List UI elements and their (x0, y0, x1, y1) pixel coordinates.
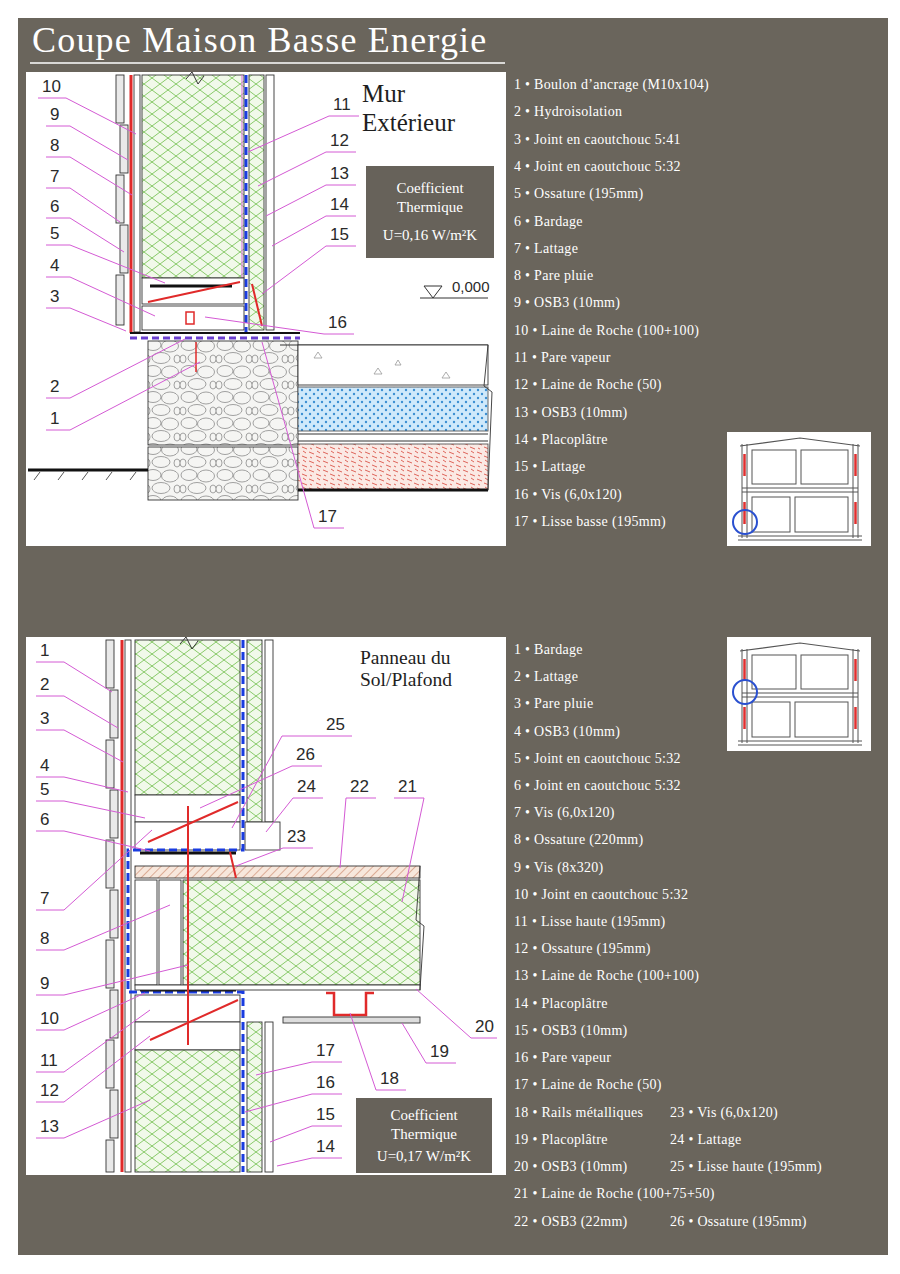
legend-item: 5 • Joint en caoutchouc 5:32 (514, 752, 681, 766)
callout-number: 2 (40, 676, 49, 693)
legend-item: 17 • Lisse basse (195mm) (514, 515, 666, 529)
legend-item: 4 • Joint en caoutchouc 5:32 (514, 160, 681, 174)
callout-number: 25 (326, 716, 345, 733)
legend-item: 24 • Lattage (670, 1133, 741, 1147)
legend-item: 22 • OSB3 (22mm) (514, 1215, 628, 1229)
callout-number: 14 (330, 196, 349, 213)
coefficient-box: Coefficient ThermiqueU=0,17 W/m²K (356, 1098, 492, 1173)
coefficient-text: Coefficient Thermique (374, 179, 486, 217)
callout-number: 6 (40, 811, 49, 828)
legend-item: 10 • Laine de Roche (100+100) (514, 324, 699, 338)
coefficient-text: Coefficient Thermique (364, 1106, 484, 1144)
callout-number: 21 (398, 778, 417, 795)
legend-item: 13 • Laine de Roche (100+100) (514, 969, 699, 983)
legend-item: 26 • Ossature (195mm) (670, 1215, 807, 1229)
callout-number: 11 (333, 96, 351, 113)
legend-item: 16 • Pare vapeur (514, 1051, 611, 1065)
legend-item: 7 • Lattage (514, 242, 578, 256)
callout-number: 8 (50, 137, 59, 154)
callout-number: 4 (50, 257, 59, 274)
legend-item: 4 • OSB3 (10mm) (514, 725, 620, 739)
callout-number: 13 (330, 165, 349, 182)
callout-number: 16 (316, 1074, 335, 1091)
legend-item: 11 • Pare vapeur (514, 351, 611, 365)
callout-number: 7 (40, 890, 49, 907)
page-title: Coupe Maison Basse Energie (32, 22, 487, 58)
legend-item: 20 • OSB3 (10mm) (514, 1160, 628, 1174)
callout-number: 20 (475, 1018, 494, 1035)
legend-item: 5 • Ossature (195mm) (514, 187, 644, 201)
legend-item: 10 • Joint en caoutchouc 5:32 (514, 888, 688, 902)
callout-number: 1 (40, 642, 49, 659)
drawing-panel: Mur ExtérieurCoefficient ThermiqueU=0,16… (26, 72, 506, 546)
panel-heading: Mur Extérieur (362, 80, 484, 138)
legend-item: 6 • Bardage (514, 215, 583, 229)
legend-item: 12 • Laine de Roche (50) (514, 378, 662, 392)
legend-item: 14 • Placoplâtre (514, 997, 608, 1011)
legend-item: 21 • Laine de Roche (100+75+50) (514, 1187, 715, 1201)
legend-item: 3 • Joint en caoutchouc 5:41 (514, 133, 681, 147)
panel-heading: Panneau du Sol/Plafond (360, 647, 492, 692)
callout-number: 9 (50, 106, 59, 123)
legend-item: 17 • Laine de Roche (50) (514, 1078, 662, 1092)
callout-number: 17 (316, 1042, 335, 1059)
legend-item: 2 • Lattage (514, 670, 578, 684)
callout-number: 10 (40, 1010, 59, 1027)
callout-number: 13 (40, 1118, 59, 1135)
callout-number: 14 (316, 1138, 335, 1155)
legend-item: 15 • Lattage (514, 460, 585, 474)
legend-item: 23 • Vis (6,0x120) (670, 1106, 778, 1120)
callout-number: 15 (330, 226, 349, 243)
callout-number: 17 (318, 508, 337, 525)
callout-number: 26 (296, 746, 315, 763)
callout-number: 3 (40, 710, 49, 727)
legend-item: 2 • Hydroisolation (514, 105, 622, 119)
legend-item: 25 • Lisse haute (195mm) (670, 1160, 822, 1174)
callout-number: 1 (50, 410, 59, 427)
callout-number: 11 (40, 1052, 58, 1069)
callout-number: 16 (328, 314, 347, 331)
legend-item: 16 • Vis (6,0x120) (514, 488, 622, 502)
callout-number: 22 (350, 778, 369, 795)
callout-number: 4 (40, 757, 49, 774)
legend-item: 15 • OSB3 (10mm) (514, 1024, 628, 1038)
callout-number: 2 (50, 378, 59, 395)
legend-item: 12 • Ossature (195mm) (514, 942, 651, 956)
legend-item: 8 • Ossature (220mm) (514, 833, 644, 847)
callout-number: 3 (50, 288, 59, 305)
callout-number: 12 (40, 1082, 59, 1099)
callout-number: 9 (40, 975, 49, 992)
legend-item: 8 • Pare pluie (514, 269, 593, 283)
legend-item: 6 • Joint en caoutchouc 5:32 (514, 779, 681, 793)
legend-item: 7 • Vis (6,0x120) (514, 806, 615, 820)
coefficient-text: U=0,17 W/m²K (377, 1147, 471, 1166)
drawing-panel: Panneau du Sol/PlafondCoefficient Thermi… (26, 637, 506, 1175)
legend-item: 13 • OSB3 (10mm) (514, 406, 628, 420)
legend-item: 9 • OSB3 (10mm) (514, 296, 620, 310)
callout-number: 23 (287, 828, 306, 845)
legend-item: 1 • Bardage (514, 643, 583, 657)
legend-item: 1 • Boulon d’ancrage (M10x104) (514, 78, 709, 92)
legend-item: 18 • Rails métalliques (514, 1106, 643, 1120)
legend-item: 14 • Placoplâtre (514, 433, 608, 447)
coefficient-text: U=0,16 W/m²K (383, 226, 477, 245)
callout-number: 5 (40, 781, 49, 798)
callout-number: 8 (40, 930, 49, 947)
level-mark: 0,000 (452, 279, 490, 294)
callout-number: 10 (42, 78, 61, 95)
callout-number: 5 (50, 225, 59, 242)
legend-item: 19 • Placoplâtre (514, 1133, 608, 1147)
legend-item: 3 • Pare pluie (514, 697, 593, 711)
callout-number: 6 (50, 198, 59, 215)
legend-item: 11 • Lisse haute (195mm) (514, 915, 666, 929)
callout-number: 24 (297, 778, 316, 795)
callout-number: 7 (50, 168, 59, 185)
callout-number: 15 (316, 1106, 335, 1123)
legend-item: 9 • Vis (8x320) (514, 861, 604, 875)
callout-number: 18 (380, 1070, 399, 1087)
coefficient-box: Coefficient ThermiqueU=0,16 W/m²K (366, 166, 494, 258)
callout-number: 19 (430, 1043, 449, 1060)
callout-number: 12 (330, 132, 349, 149)
